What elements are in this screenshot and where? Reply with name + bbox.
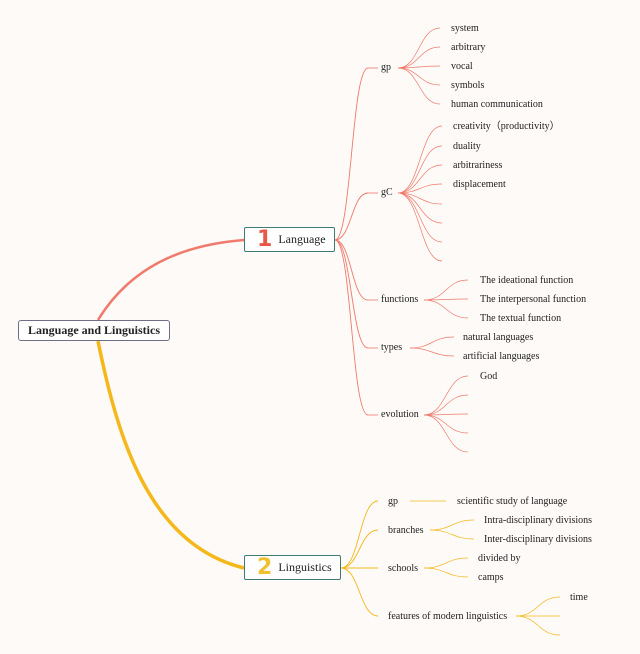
subtopic-gc[interactable]: gC [381,187,393,198]
subtopic-features[interactable]: features of modern linguistics [388,611,508,622]
leaf[interactable]: God [480,371,498,382]
leaf-connector [429,519,475,531]
leaf[interactable]: arbitrary [451,42,486,53]
leaf[interactable]: Inter-disciplinary divisions [484,534,592,545]
subtopic-functions[interactable]: functions [381,294,419,305]
subtopic-connector [334,239,369,416]
leaf-connector [397,145,443,194]
leaf-connector [397,67,441,86]
leaf[interactable]: natural languages [463,332,534,343]
subtopic-branches[interactable]: branches [388,525,424,536]
branch-number-badge: 1 [257,226,273,252]
leaf-connector [397,67,441,105]
leaf[interactable]: displacement [453,179,506,190]
main-connector-language [96,238,245,321]
subtopic-connector [340,529,379,569]
leaf[interactable]: Intra-disciplinary divisions [484,515,593,526]
leaf-connector [423,375,469,416]
leaf-connector [397,192,443,224]
root-label: Language and Linguistics [27,323,161,337]
leaf[interactable]: time [570,592,588,603]
leaf[interactable]: system [451,23,479,34]
leaf[interactable]: The textual function [480,313,562,324]
leaf[interactable]: duality [453,141,481,152]
leaf[interactable]: human communication [451,99,543,110]
leaf-connector [397,192,443,262]
leaf-connector [397,164,443,194]
leaf[interactable]: arbitrariness [453,160,503,171]
leaf-connector [423,567,469,578]
subtopic-types[interactable]: types [381,342,403,353]
leaf-connector [409,347,455,357]
leaf[interactable]: symbols [451,80,485,91]
leaf[interactable]: scientific study of language [457,496,568,507]
leaf-connector [397,65,441,69]
leaf-connector [515,596,561,617]
leaf-connector [423,298,469,301]
branch-label: Language [278,232,326,246]
leaf-connector [409,336,455,349]
leaf-connector [397,183,443,194]
branch-number-badge: 2 [257,554,273,580]
leaf[interactable]: camps [478,572,504,583]
leaf-connector [397,46,441,69]
main-connector-linguistics [96,340,245,570]
leaf[interactable]: divided by [478,553,521,564]
subtopic-evolution[interactable]: evolution [381,409,419,420]
root-node[interactable]: Language and Linguistics [18,320,170,341]
branch-node-linguistics[interactable]: 2 Linguistics [244,555,341,580]
subtopic-connector [340,500,379,569]
leaf-connector [397,192,443,243]
leaf-connector [423,394,469,416]
leaf-connector [423,557,469,569]
subtopic-connector [334,192,369,241]
leaf-connector [397,125,443,194]
leaf-connector [423,413,469,416]
subtopic-connector [340,567,379,617]
leaf[interactable]: vocal [451,61,473,72]
subtopic-connector [334,239,369,301]
subtopic-gp[interactable]: gp [388,496,398,507]
leaf-connector [423,414,469,434]
leaf-connector [515,615,561,636]
branch-node-language[interactable]: 1 Language [244,227,335,252]
branch-label: Linguistics [278,560,332,574]
leaf[interactable]: The interpersonal function [480,294,587,305]
leaf-connector [429,529,475,540]
leaf[interactable]: creativity（productivity） [453,121,560,132]
subtopic-connector [334,239,369,349]
leaf-connector [423,299,469,319]
subtopic-connector [334,67,369,241]
subtopic-gp[interactable]: gp [381,62,391,73]
leaf[interactable]: The ideational function [480,275,574,286]
subtopic-schools[interactable]: schools [388,563,418,574]
leaf-connector [423,414,469,453]
leaf[interactable]: artificial languages [463,351,540,362]
leaf-connector [397,27,441,69]
leaf-connector [423,279,469,301]
